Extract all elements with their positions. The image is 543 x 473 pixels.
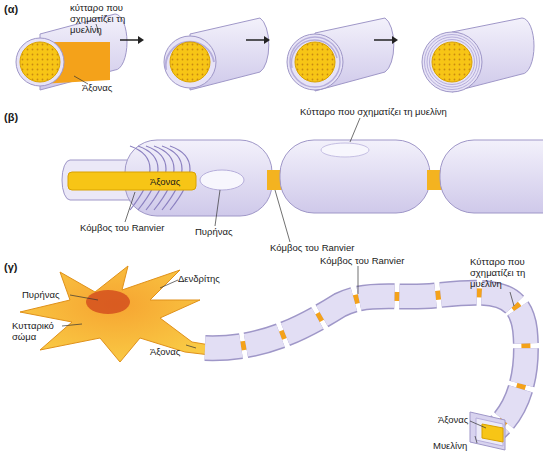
part-label: Πυρήνας [22,289,82,300]
part-label: Κόμβος του Ranvier [320,255,420,266]
part-label: κύτταρο που σχηματίζει τη μυελίνη [70,2,150,35]
part-label: Πυρήνας [195,226,255,237]
wrap-stage-3 [287,18,394,91]
part-label: Κόμβος του Ranvier [270,242,370,253]
panel-letter: (γ) [4,262,34,273]
part-label: Άξονας [150,176,200,187]
wrap-stage-2 [164,18,269,90]
part-label: Μυελίνη [433,440,478,451]
stage-arrows [120,36,398,44]
part-label: Δενδρίτης [178,273,238,284]
panel-letter: (β) [4,112,34,123]
leader-lines [62,24,514,443]
wrap-stage-4 [422,18,534,92]
panel-letter: (α) [4,4,34,15]
cutaway [470,412,505,450]
fibre-longitudinal [62,140,543,216]
neuron [20,266,526,450]
part-label: Κύτταρο που σχηματίζει τη μυελίνη [300,106,500,117]
part-label: Άξονας [438,414,478,425]
part-label: Κύτταρο που σχηματίζει τη μυελίνη [470,256,542,289]
part-label: Άξονας [82,82,132,93]
part-label: Κόμβος του Ranvier [80,222,180,233]
part-label: Κυτταρικό σώμα [12,320,67,342]
part-label: Άξονας [150,346,200,357]
